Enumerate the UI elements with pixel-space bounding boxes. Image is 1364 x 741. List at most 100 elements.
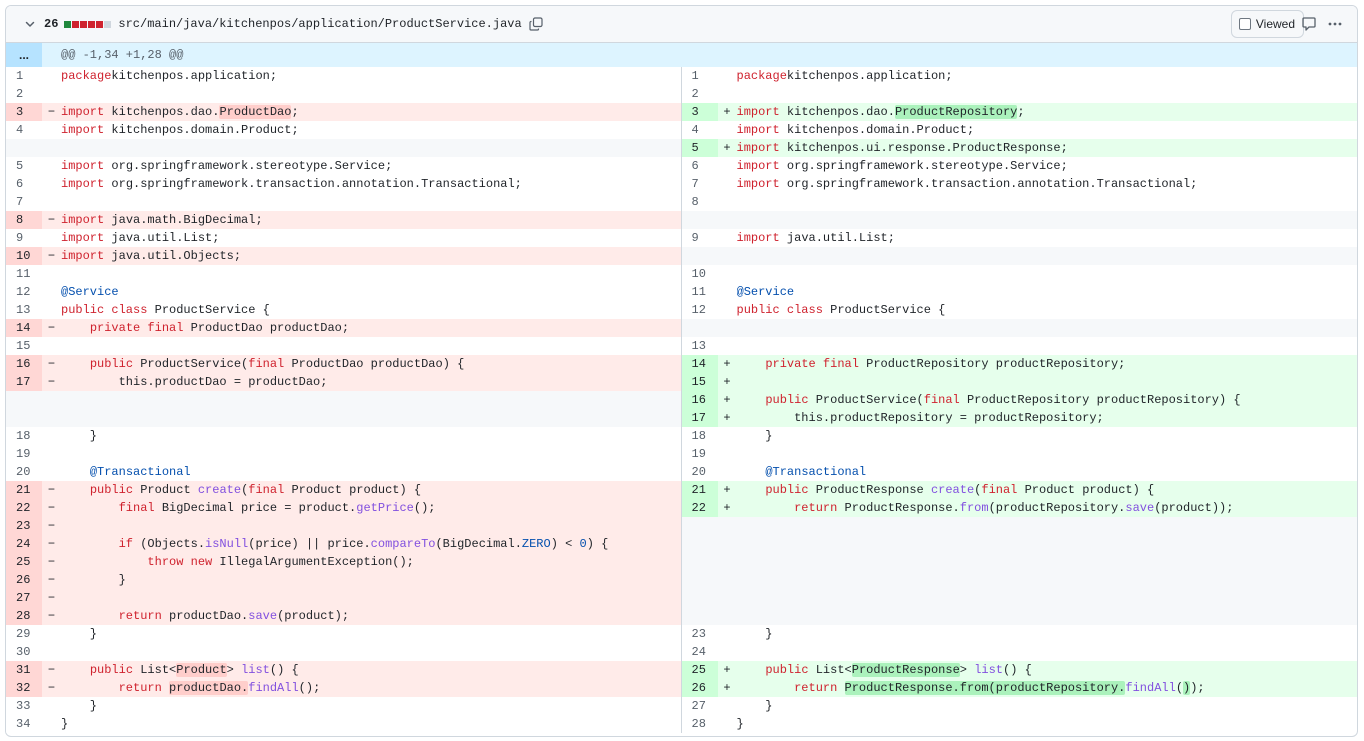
diff-marker: − [47,105,56,119]
right-line-ctx: 18 } [680,427,1358,445]
code-token: public class [736,303,823,317]
line-number[interactable]: 28 [6,607,42,625]
line-number[interactable]: 19 [681,445,718,463]
code-token: save [1125,501,1155,515]
left-line-ctx: 18 } [6,427,681,445]
line-number[interactable]: 7 [6,193,42,211]
line-number[interactable]: 1 [681,67,718,85]
line-number[interactable]: 26 [6,571,42,589]
line-number-text: 20 [16,465,31,479]
code-token: @Service [61,285,119,299]
line-number[interactable]: 5 [681,139,718,157]
line-number[interactable]: 8 [681,193,718,211]
line-number[interactable]: 31 [6,661,42,679]
line-number[interactable]: 18 [6,427,42,445]
line-number[interactable]: 6 [681,157,718,175]
line-number[interactable]: 16 [681,391,718,409]
code-token: ; [291,105,299,119]
line-number[interactable]: 2 [6,85,42,103]
line-number[interactable]: 12 [6,283,42,301]
line-number[interactable]: 32 [6,679,42,697]
file-path[interactable]: src/main/java/kitchenpos/application/Pro… [118,17,522,31]
line-number[interactable]: 33 [6,697,42,715]
line-number[interactable]: 6 [6,175,42,193]
left-line-ctx: 29 } [6,625,681,643]
line-number[interactable]: 29 [6,625,42,643]
line-number[interactable]: 5 [6,157,42,175]
line-number-text: 1 [691,69,699,83]
line-number[interactable]: 20 [6,463,42,481]
code-token: (Objects. [133,537,206,551]
line-number[interactable]: 11 [6,265,42,283]
line-number[interactable]: 7 [681,175,718,193]
code-line: } [737,427,1358,445]
line-number[interactable]: 12 [681,301,718,319]
line-number[interactable]: 30 [6,643,42,661]
line-number[interactable]: 21 [6,481,42,499]
line-number[interactable]: 28 [681,715,718,733]
code-line [737,445,1358,463]
diff-marker [42,139,61,157]
line-number[interactable]: 13 [6,301,42,319]
line-number[interactable]: 34 [6,715,42,733]
line-number-text: 6 [691,159,699,173]
diff-row: 11 10 [6,265,1357,283]
chevron-down-icon[interactable] [22,16,38,32]
line-number[interactable]: 21 [681,481,718,499]
diff-marker [718,697,737,715]
diff-marker [718,175,737,193]
line-number[interactable]: 17 [681,409,718,427]
line-number[interactable]: 25 [681,661,718,679]
code-token: return [794,501,838,515]
kebab-menu-icon[interactable] [1327,16,1343,32]
code-line: } [737,697,1358,715]
line-number[interactable]: 17 [6,373,42,391]
line-number[interactable]: 3 [681,103,718,121]
line-number[interactable]: 23 [681,625,718,643]
diff-marker [718,283,737,301]
line-number[interactable]: 20 [681,463,718,481]
diff-marker [718,301,737,319]
line-number[interactable]: 25 [6,553,42,571]
line-number[interactable]: 11 [681,283,718,301]
line-number[interactable]: 10 [681,265,718,283]
viewed-button[interactable]: Viewed [1230,10,1304,38]
diff-marker: + [723,663,731,677]
line-number[interactable]: 15 [6,337,42,355]
line-number-text: 10 [16,249,31,263]
expand-up-button[interactable]: ... [6,43,42,67]
line-number[interactable]: 24 [6,535,42,553]
line-number[interactable]: 4 [6,121,42,139]
line-number[interactable]: 2 [681,85,718,103]
line-number[interactable]: 15 [681,373,718,391]
line-number[interactable]: 9 [6,229,42,247]
line-number[interactable]: 22 [6,499,42,517]
code-line: } [61,571,681,589]
line-number[interactable]: 14 [6,319,42,337]
viewed-checkbox[interactable] [1238,18,1251,30]
line-number[interactable]: 8 [6,211,42,229]
line-number[interactable]: 16 [6,355,42,373]
code-token: > [226,663,242,677]
line-number[interactable]: 10 [6,247,42,265]
line-number[interactable]: 13 [681,337,718,355]
line-number[interactable]: 1 [6,67,42,85]
diff-marker: − [47,213,56,227]
line-number[interactable]: 9 [681,229,718,247]
line-number[interactable]: 18 [681,427,718,445]
line-number[interactable]: 22 [681,499,718,517]
comment-icon[interactable] [1301,16,1317,32]
line-number[interactable]: 26 [681,679,718,697]
line-number[interactable]: 19 [6,445,42,463]
line-number[interactable]: 4 [681,121,718,139]
line-number[interactable]: 23 [6,517,42,535]
line-number [681,211,718,229]
line-number[interactable]: 14 [681,355,718,373]
line-number[interactable]: 24 [681,643,718,661]
line-number[interactable]: 27 [6,589,42,607]
line-number[interactable]: 27 [681,697,718,715]
copy-icon[interactable] [529,16,545,32]
line-number[interactable]: 3 [6,103,42,121]
